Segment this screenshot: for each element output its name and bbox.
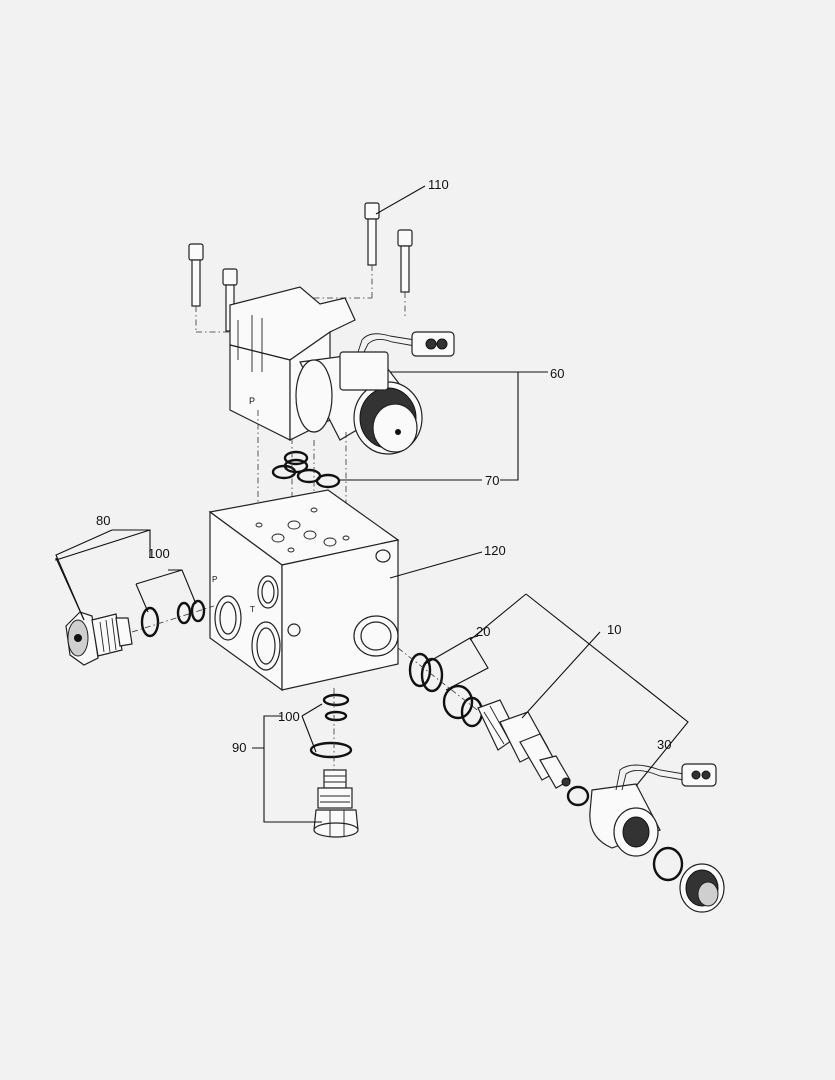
check-valve-90 xyxy=(313,769,359,838)
solenoid-knurled-cap xyxy=(353,381,423,455)
directional-valve-assembly: P xyxy=(229,286,455,455)
callout-110: 110 xyxy=(428,177,449,192)
bolt-4 xyxy=(397,229,413,318)
callout-30: 30 xyxy=(657,737,671,752)
manifold-block: P T xyxy=(208,489,400,692)
coil-nut xyxy=(679,863,725,913)
bolt-3 xyxy=(364,202,380,298)
callout-100-bottom: 100 xyxy=(278,709,300,724)
solenoid-plug xyxy=(411,331,455,357)
callout-90: 90 xyxy=(232,740,246,755)
coil-plug xyxy=(681,763,717,787)
coil-washer xyxy=(652,846,684,882)
callout-10: 10 xyxy=(607,622,621,637)
cartridge-valve-10 xyxy=(477,699,571,789)
block-port-p-mark: P xyxy=(212,575,217,584)
callout-100-left: 100 xyxy=(148,546,170,561)
callout-labels: 110 60 70 80 100 120 20 10 100 90 30 xyxy=(96,177,671,755)
o-rings-100-left xyxy=(140,599,206,638)
leader-lines xyxy=(55,185,689,823)
block-port-t-mark: T xyxy=(250,605,255,614)
callout-20: 20 xyxy=(476,624,490,639)
valve-port-p-mark: P xyxy=(249,396,255,406)
o-rings-100-bottom xyxy=(309,693,353,759)
solenoid-coil-30 xyxy=(589,763,717,857)
o-rings-70 xyxy=(271,450,341,489)
callout-70: 70 xyxy=(485,473,499,488)
callout-60: 60 xyxy=(550,366,564,381)
callout-80: 80 xyxy=(96,513,110,528)
bolt-1 xyxy=(188,243,204,332)
callout-120: 120 xyxy=(484,543,506,558)
mounting-bolts xyxy=(188,202,413,333)
o-ring-cartridge xyxy=(566,785,590,807)
seal-kit-20 xyxy=(408,652,484,728)
relief-valve-80 xyxy=(65,611,133,666)
